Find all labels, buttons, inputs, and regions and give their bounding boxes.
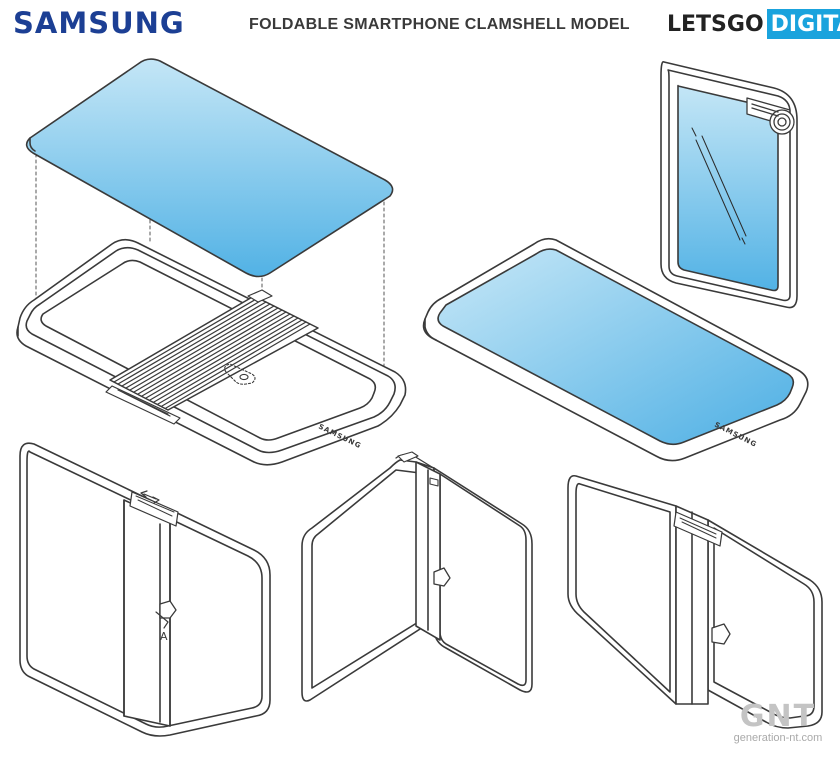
page-title: FOLDABLE SMARTPHONE CLAMSHELL MODEL <box>249 16 630 33</box>
exploded-display-panel <box>25 58 394 278</box>
gnt-watermark-site: generation-nt.com <box>733 732 823 744</box>
samsung-brand-logo: SAMSUNG <box>13 6 185 40</box>
reflection-lines <box>691 127 747 245</box>
gnt-watermark-logo: GNT <box>739 699 817 734</box>
half-open-figure <box>567 474 823 729</box>
folded-phone-figure <box>660 60 798 309</box>
exploded-phone-frame <box>16 238 407 466</box>
letsgodigital-logo-part1: LETSGO <box>667 12 764 37</box>
v-open-figure <box>301 451 533 702</box>
hinge-slats <box>109 295 319 411</box>
gnt-watermark: GNT generation-nt.com <box>726 702 830 745</box>
reference-label-a: A <box>160 630 168 643</box>
assembled-phone-figure: SAMSUNG <box>422 237 809 462</box>
folded-hinge-roll <box>746 97 795 135</box>
letsgodigital-logo: LETSGO DIGITAL <box>667 9 840 39</box>
edge-hinge <box>105 289 273 425</box>
letsgodigital-logo-part2: DIGITAL <box>766 9 840 39</box>
header: SAMSUNG FOLDABLE SMARTPHONE CLAMSHELL MO… <box>0 0 840 52</box>
flat-open-figure: A <box>19 442 271 737</box>
exploded-view-figure <box>16 58 407 466</box>
